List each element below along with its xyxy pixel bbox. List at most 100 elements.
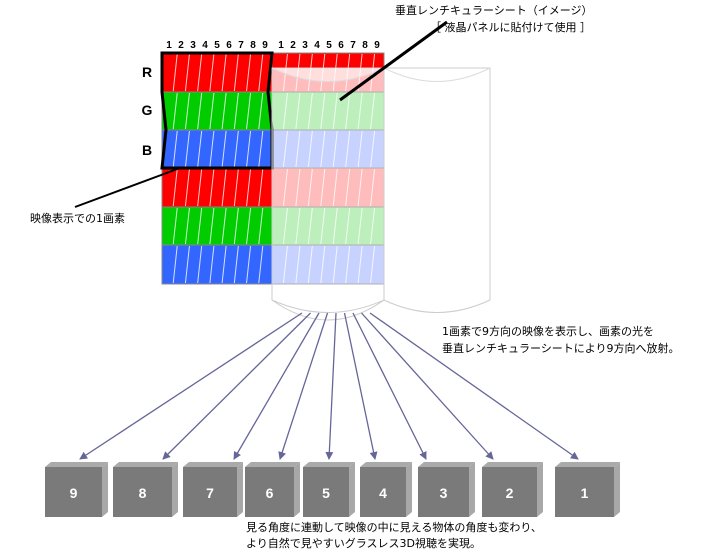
subpixel-divider: [295, 168, 301, 207]
box-top: [183, 462, 243, 467]
lens-cylinder-1: [271, 67, 385, 313]
box-side: [237, 462, 243, 517]
lens-label-line1: 垂直レンチキュラーシート（イメージ）: [395, 4, 593, 17]
box-front: [245, 467, 294, 517]
subpixel-divider: [307, 245, 313, 284]
subpixel-divider: [332, 245, 338, 284]
view-arrow-5: [325, 312, 337, 460]
subpixel-divider: [307, 130, 313, 168]
box-front: [45, 467, 102, 517]
box-top: [245, 462, 300, 467]
box-front: [360, 467, 406, 517]
subpixel-divider: [370, 92, 376, 130]
box-top: [303, 462, 355, 467]
subpixel-divider: [246, 168, 252, 207]
view-box-1: 1: [555, 462, 620, 517]
subpixel-divider: [172, 130, 178, 168]
lens-cylinder-2-top: [383, 67, 491, 82]
subpixel-divider: [172, 207, 178, 245]
column-number-4: 4: [202, 40, 208, 51]
subpixel-divider: [209, 168, 215, 207]
subpixel-row-left-1: [161, 91, 273, 131]
subpixel-divider: [197, 207, 203, 245]
subpixel-divider: [307, 168, 313, 207]
column-number-6: 6: [226, 40, 232, 51]
subpixel-divider: [258, 130, 264, 168]
subpixel-divider: [295, 130, 301, 168]
subpixel-divider: [197, 168, 203, 207]
emission-note-line1: 1画素で9方向の映像を表示し、画素の光を: [442, 325, 654, 338]
column-number-9: 9: [262, 40, 268, 51]
view-arrow-7: [233, 312, 320, 460]
subpixel-divider: [357, 130, 363, 168]
subpixel-divider: [246, 92, 252, 130]
box-side: [469, 462, 475, 517]
column-number-7: 7: [238, 40, 244, 51]
subpixel-divider: [258, 92, 264, 130]
subpixel-divider: [295, 245, 301, 284]
column-number-9: 9: [374, 40, 380, 51]
subpixel-divider: [246, 53, 252, 92]
subpixel-divider: [221, 207, 227, 245]
box-number: 1: [581, 485, 589, 501]
subpixel-divider: [282, 130, 288, 168]
bottom-note-line1: 見る角度に連動して映像の中に見える物体の角度も変わり、: [246, 521, 542, 534]
subpixel-divider: [209, 207, 215, 245]
subpixel-divider: [233, 168, 239, 207]
view-box-7: 7: [183, 462, 243, 517]
lens-cylinder-1-top: [271, 67, 385, 82]
box-number: 5: [322, 485, 330, 501]
subpixel-divider: [320, 207, 326, 245]
subpixel-divider: [233, 207, 239, 245]
column-number-2: 2: [178, 40, 184, 51]
subpixel-divider: [246, 130, 252, 168]
subpixel-divider: [221, 53, 227, 92]
subpixel-row-left-4: [161, 206, 273, 246]
subpixel-divider: [357, 168, 363, 207]
subpixel-divider: [320, 245, 326, 284]
subpixel-divider: [197, 92, 203, 130]
box-front: [555, 467, 614, 517]
subpixel-row-right-1: [271, 91, 385, 131]
rgb-label-B: B: [142, 142, 152, 158]
subpixel-divider: [320, 168, 326, 207]
view-arrow-2: [361, 312, 494, 460]
subpixel-row-left-0: [161, 52, 273, 93]
subpixel-divider: [184, 245, 190, 284]
subpixel-divider: [184, 207, 190, 245]
subpixel-divider: [282, 207, 288, 245]
column-number-7: 7: [350, 40, 356, 51]
box-number: 4: [379, 485, 387, 501]
box-number: 6: [266, 485, 274, 501]
box-number: 7: [206, 485, 214, 501]
subpixel-divider: [209, 92, 215, 130]
subpixel-divider: [172, 53, 178, 92]
subpixel-divider: [332, 168, 338, 207]
pixel-label: 映像表示での1画素: [30, 212, 125, 225]
box-side: [294, 462, 300, 517]
subpixel-divider: [184, 130, 190, 168]
subpixel-divider: [209, 245, 215, 284]
subpixel-divider: [221, 168, 227, 207]
box-front: [113, 467, 172, 517]
view-arrow-9: [79, 312, 303, 460]
subpixel-divider: [345, 245, 351, 284]
subpixel-divider: [209, 130, 215, 168]
subpixel-divider: [357, 92, 363, 130]
view-arrow-8: [162, 312, 311, 460]
subpixel-row-right-2: [271, 129, 385, 169]
subpixel-row-left-5: [161, 244, 273, 285]
box-number: 2: [506, 485, 514, 501]
box-top: [45, 462, 108, 467]
box-side: [537, 462, 543, 517]
column-number-3: 3: [302, 40, 308, 51]
subpixel-divider: [307, 92, 313, 130]
subpixel-row-left-3: [161, 167, 273, 208]
view-box-2: 2: [482, 462, 543, 517]
box-front: [303, 467, 349, 517]
subpixel-divider: [233, 245, 239, 284]
box-top: [555, 462, 620, 467]
view-arrow-3: [352, 312, 427, 460]
